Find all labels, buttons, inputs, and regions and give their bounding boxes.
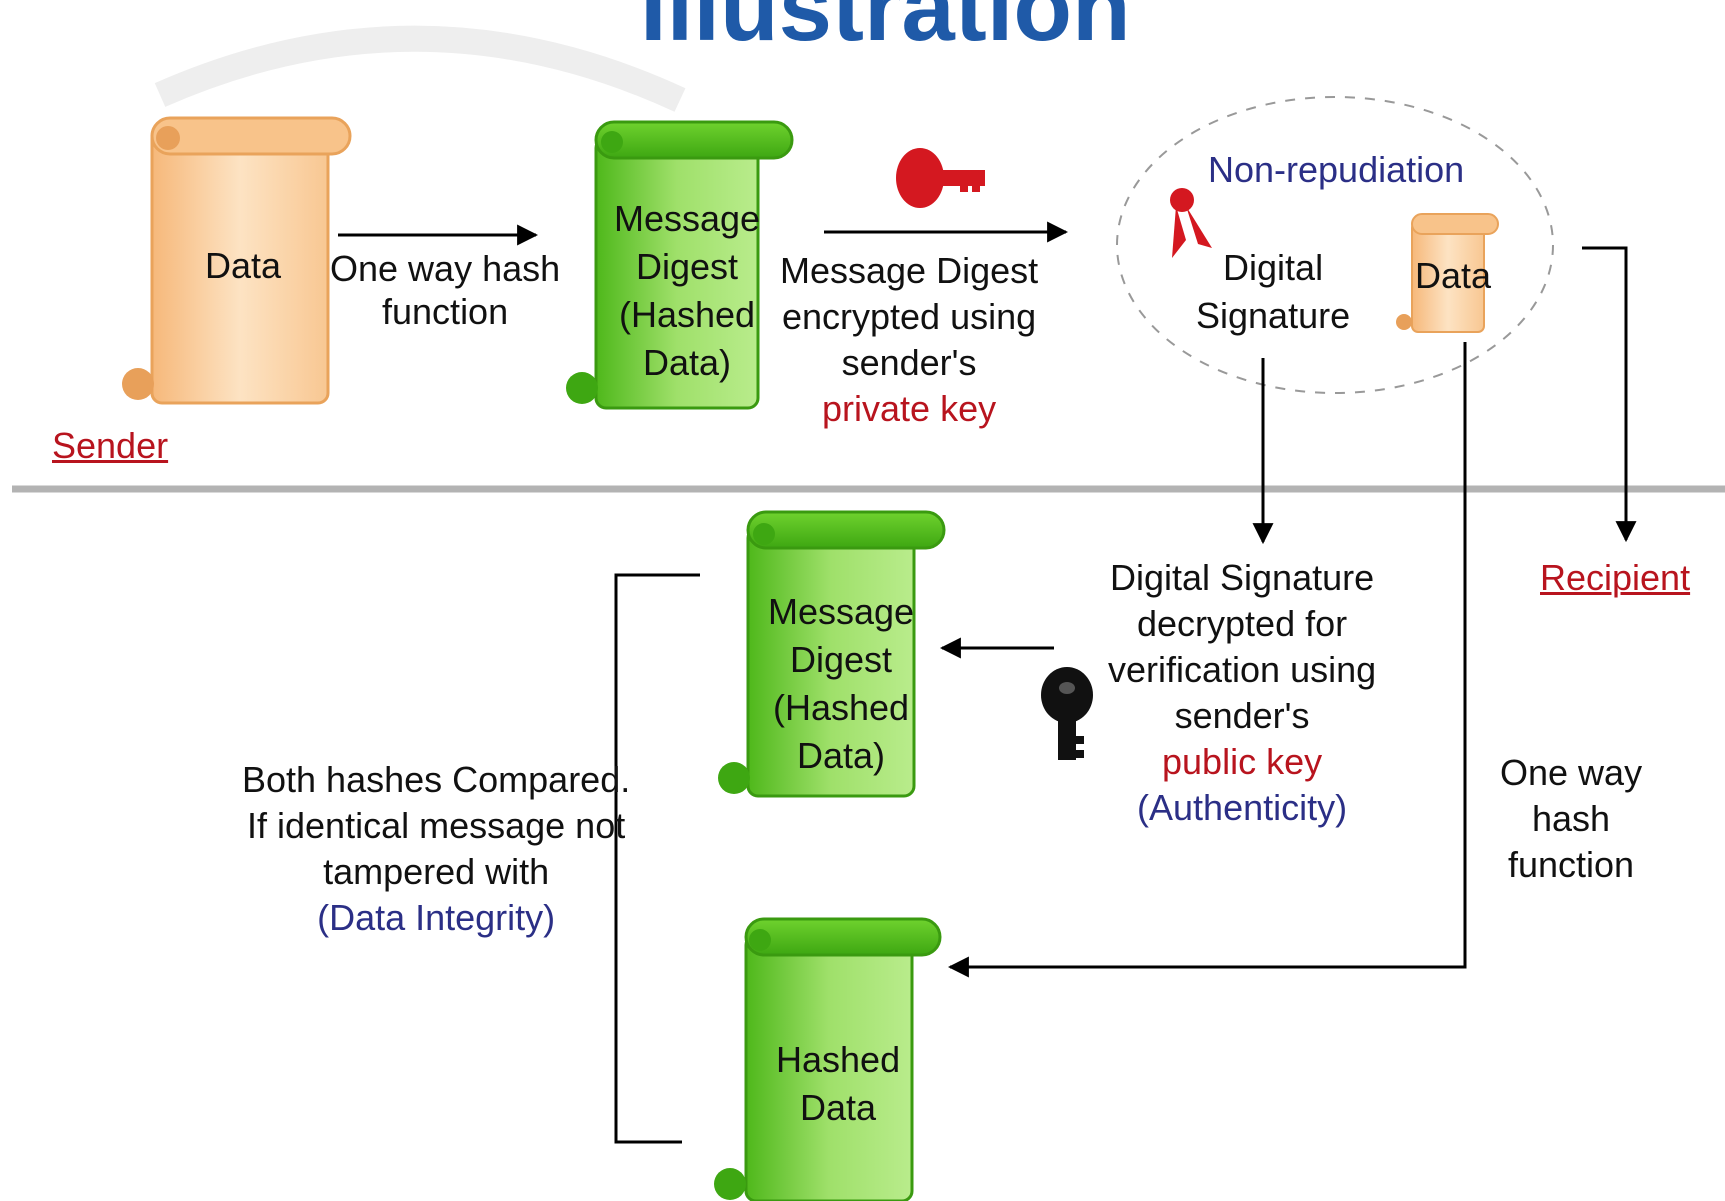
decrypt-label: Digital Signature decrypted for verifica…: [1108, 557, 1377, 828]
private-key-text: private key: [822, 388, 997, 429]
sender-data-label: Data: [205, 245, 282, 286]
bundle-data-scroll: [1396, 213, 1499, 333]
recipient-digest-label: Message Digest (Hashed Data): [768, 591, 915, 776]
non-repudiation-bundle: [1116, 96, 1554, 394]
non-repudiation-label: Non-repudiation: [1208, 149, 1465, 190]
black-key-icon: [1041, 667, 1093, 760]
sender-link[interactable]: Sender: [52, 425, 169, 466]
hash-function-label: One way hash function: [330, 248, 561, 333]
decorative-arc: [154, 25, 686, 112]
bundle-data-label: Data: [1415, 255, 1492, 296]
hashed-data-label: Hashed Data: [776, 1039, 901, 1128]
page-title: Illustration: [640, 0, 1131, 61]
recipient-digest-scroll: [718, 510, 946, 798]
hashed-data-scroll: [714, 917, 942, 1201]
recipient-link[interactable]: Recipient: [1540, 557, 1691, 598]
encrypt-label: Message Digest encrypted using sender's …: [780, 248, 1038, 432]
compare-label: Both hashes Compared. If identical messa…: [242, 759, 631, 938]
sender-digest-scroll: [566, 120, 794, 410]
recipient-hash-label: One way hash function: [1500, 752, 1643, 885]
arrow-data-to-hashed: [947, 342, 1467, 978]
red-key-icon: [896, 148, 985, 208]
sender-digest-label: Message Digest (Hashed Data): [614, 198, 761, 383]
sender-data-scroll: [122, 116, 352, 405]
digital-signature-label: Digital Signature: [1196, 247, 1351, 336]
connectors: [338, 221, 1637, 1144]
red-ribbon-icon: [1170, 188, 1212, 258]
arrow-to-recipient: [1582, 246, 1637, 543]
public-key-text: public key: [1162, 741, 1323, 782]
compare-bracket: [614, 573, 700, 1144]
